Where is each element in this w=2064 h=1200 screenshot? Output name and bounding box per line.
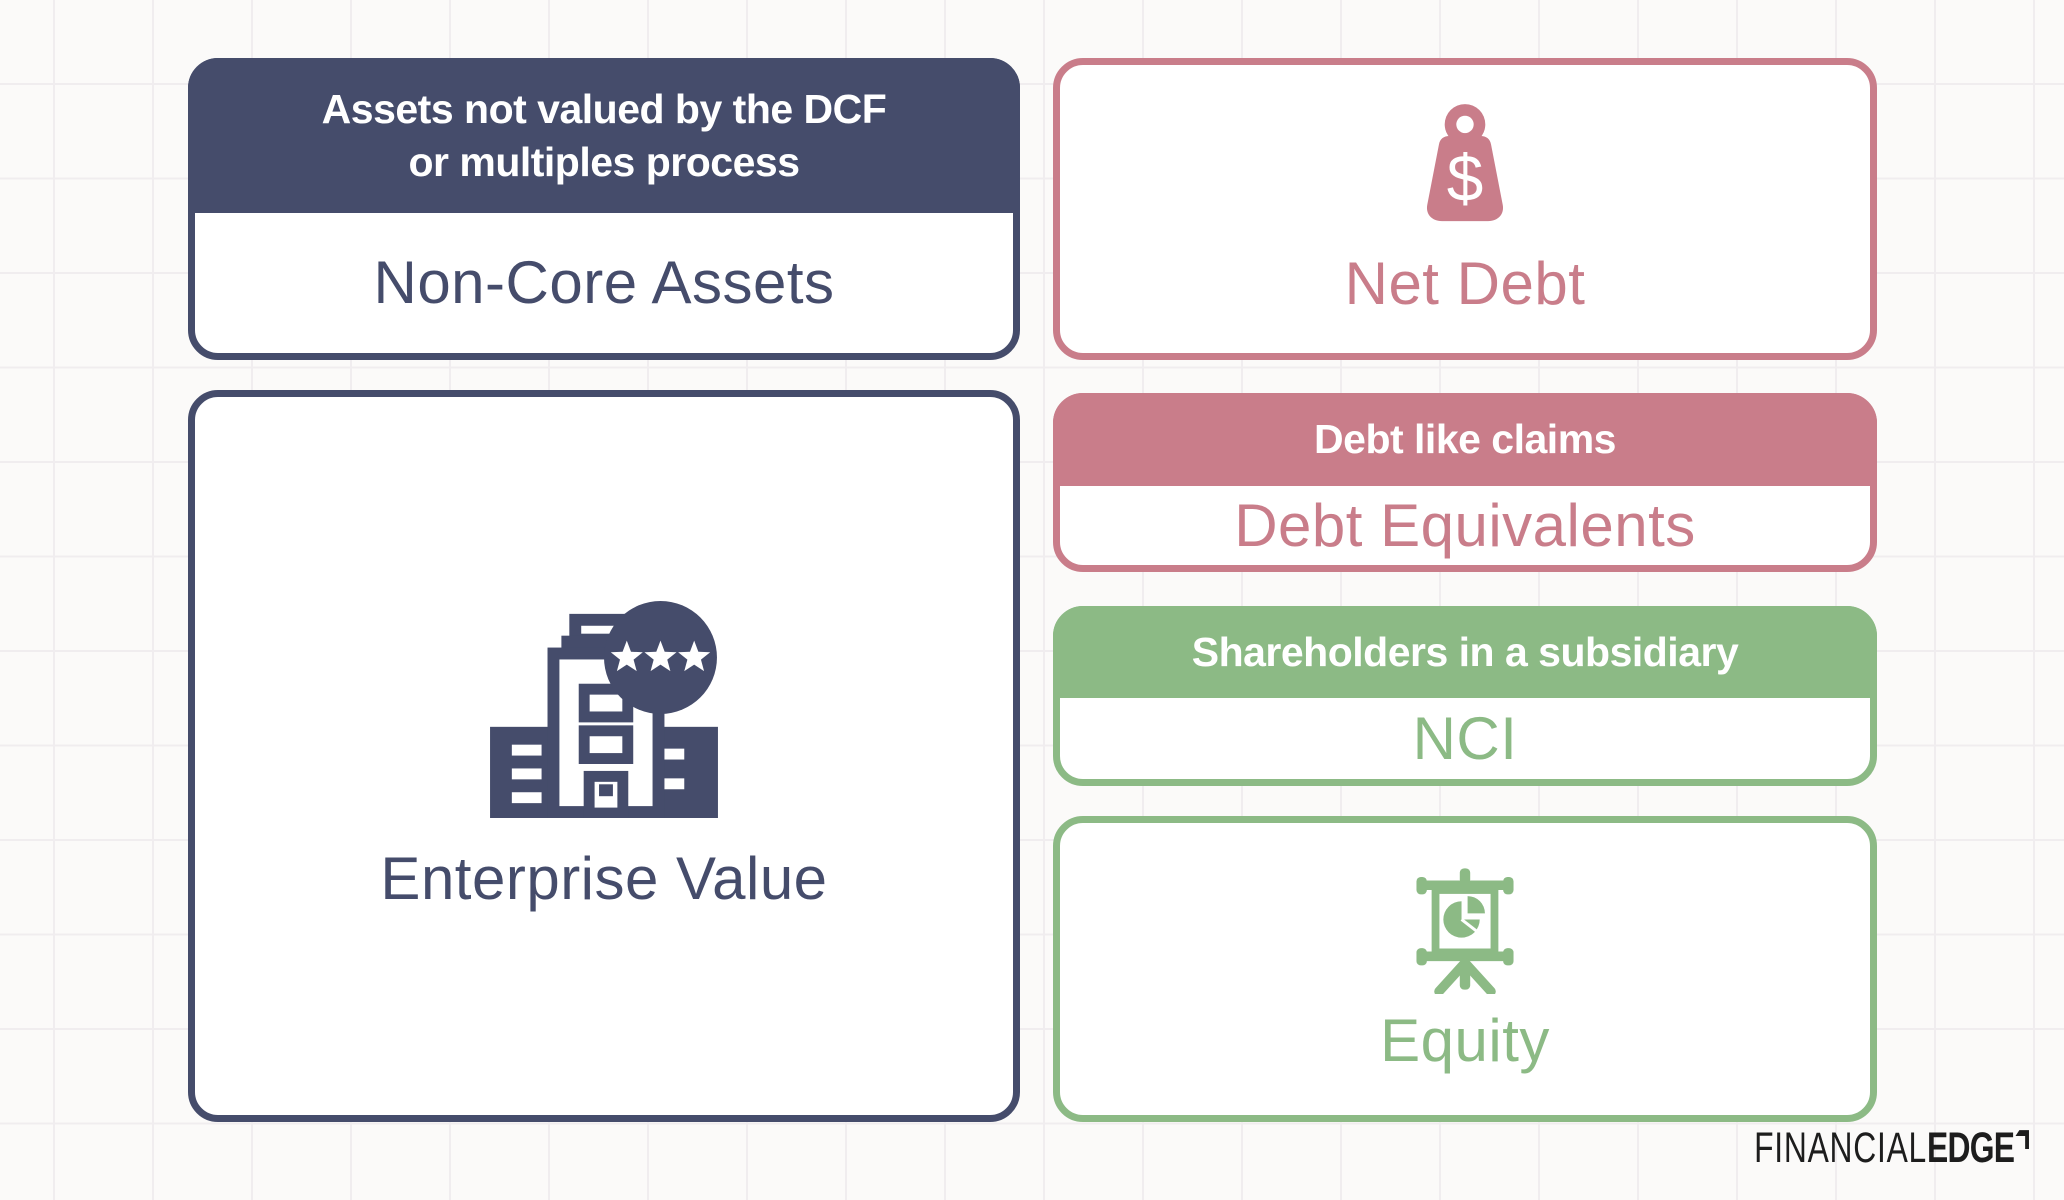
debt-equivalents-body: Debt Equivalents bbox=[1060, 486, 1870, 565]
debt-equivalents-box: Debt like claims Debt Equivalents bbox=[1053, 393, 1877, 572]
svg-text:$: $ bbox=[1447, 141, 1484, 215]
corner-bracket-icon bbox=[2015, 1130, 2029, 1149]
non-core-assets-body: Non-Core Assets bbox=[195, 213, 1013, 353]
enterprise-value-label: Enterprise Value bbox=[380, 845, 828, 912]
net-debt-body: $ Net Debt bbox=[1060, 65, 1870, 353]
net-debt-box: $ Net Debt bbox=[1053, 58, 1877, 360]
header-line: Assets not valued by the DCF bbox=[321, 86, 887, 133]
nci-header: Shareholders in a subsidiary bbox=[1053, 606, 1877, 698]
net-debt-label: Net Debt bbox=[1344, 250, 1586, 317]
debt-equivalents-label: Debt Equivalents bbox=[1234, 491, 1696, 559]
enterprise-value-box: Enterprise Value bbox=[188, 390, 1020, 1122]
debt-equivalents-header: Debt like claims bbox=[1053, 393, 1877, 486]
nci-body: NCI bbox=[1060, 698, 1870, 779]
nci-label: NCI bbox=[1412, 704, 1518, 772]
nci-box: Shareholders in a subsidiary NCI bbox=[1053, 606, 1877, 786]
dollar-weight-icon: $ bbox=[1426, 104, 1504, 222]
non-core-assets-header: Assets not valued by the DCF or multiple… bbox=[188, 58, 1020, 213]
non-core-assets-box: Assets not valued by the DCF or multiple… bbox=[188, 58, 1020, 360]
enterprise-value-body: Enterprise Value bbox=[195, 397, 1013, 1115]
non-core-assets-label: Non-Core Assets bbox=[373, 249, 835, 316]
logo-text-bold: EDGE bbox=[1926, 1124, 2014, 1172]
presentation-pie-chart-icon bbox=[1416, 868, 1514, 994]
header-line: or multiples process bbox=[408, 138, 800, 185]
equity-box: Equity bbox=[1053, 816, 1877, 1122]
logo-text-regular: FINANCIAL bbox=[1753, 1124, 1927, 1172]
header-line: Debt like claims bbox=[1314, 416, 1616, 463]
equity-label: Equity bbox=[1380, 1007, 1550, 1074]
equity-body: Equity bbox=[1060, 823, 1870, 1115]
header-line: Shareholders in a subsidiary bbox=[1191, 628, 1739, 675]
building-stars-badge-icon bbox=[490, 600, 718, 818]
